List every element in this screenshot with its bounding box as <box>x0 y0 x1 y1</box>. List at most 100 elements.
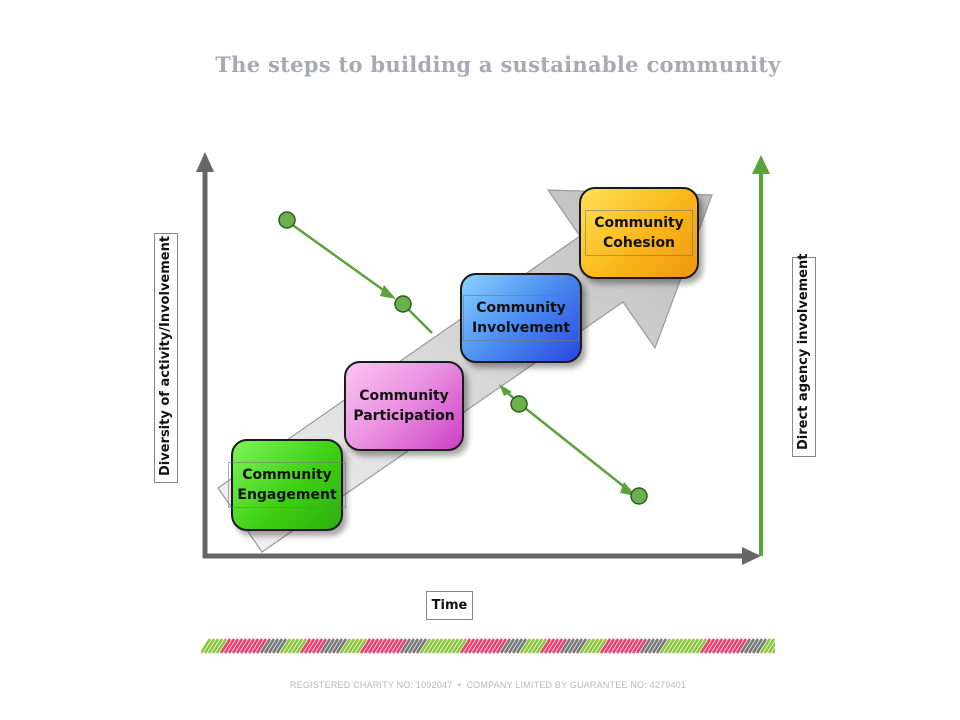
stripe-mark <box>463 638 476 654</box>
stripe-mark <box>459 638 472 654</box>
stripe-mark <box>623 638 636 654</box>
stage-label: Community Participation <box>353 388 455 424</box>
stripe-mark <box>655 638 668 654</box>
stripe-mark <box>471 638 484 654</box>
stripe-mark <box>731 638 744 654</box>
stripe-mark <box>763 638 775 654</box>
stripe-mark <box>287 638 300 654</box>
stripe-mark <box>703 638 716 654</box>
stripe-mark <box>643 638 656 654</box>
stripe-mark <box>383 638 396 654</box>
stripe-mark <box>435 638 448 654</box>
stripe-mark <box>395 638 408 654</box>
stripe-mark <box>227 638 240 654</box>
stripe-mark <box>467 638 480 654</box>
stripe-mark <box>695 638 708 654</box>
stripe-mark <box>567 638 580 654</box>
stripe-mark <box>323 638 336 654</box>
stripe-mark <box>635 638 648 654</box>
stripe-mark <box>407 638 420 654</box>
stripe-mark <box>495 638 508 654</box>
stripe-mark <box>723 638 736 654</box>
stripe-mark <box>279 638 292 654</box>
stripe-mark <box>255 638 268 654</box>
stripe-mark <box>575 638 588 654</box>
stripe-mark <box>331 638 344 654</box>
stripe-mark <box>443 638 456 654</box>
charity-number: REGISTERED CHARITY NO: 1092047 <box>289 680 453 690</box>
agency-axis-label: Direct agency involvement <box>792 254 816 457</box>
stripe-mark <box>671 638 684 654</box>
stripe-mark <box>591 638 604 654</box>
stripe-mark <box>587 638 600 654</box>
stripe-mark <box>515 638 528 654</box>
stripe-mark <box>203 638 216 654</box>
stripe-mark <box>691 638 704 654</box>
stripe-mark <box>387 638 400 654</box>
stage-label: Community Engagement <box>228 462 346 508</box>
stripe-mark <box>423 638 436 654</box>
agency-dot <box>278 211 296 229</box>
stripe-mark <box>431 638 444 654</box>
stage-community-participation: Community Participation <box>344 361 464 451</box>
footer-separator: • <box>457 680 462 690</box>
stripe-mark <box>719 638 732 654</box>
stripe-mark <box>239 638 252 654</box>
stripe-mark <box>639 638 652 654</box>
stripe-mark <box>391 638 404 654</box>
stripe-mark <box>571 638 584 654</box>
stripe-mark <box>595 638 608 654</box>
stripe-mark <box>311 638 324 654</box>
stripe-mark <box>475 638 488 654</box>
stripe-mark <box>247 638 260 654</box>
stripe-mark <box>759 638 772 654</box>
stripe-mark <box>727 638 740 654</box>
stripe-mark <box>319 638 332 654</box>
stripe-mark <box>767 641 775 654</box>
stripe-mark <box>667 638 680 654</box>
agency-dot <box>394 295 412 313</box>
stripe-mark <box>627 638 640 654</box>
stripe-mark <box>399 638 412 654</box>
stripe-mark <box>511 638 524 654</box>
stripe-mark <box>771 647 775 654</box>
stripe-mark <box>611 638 624 654</box>
stripe-mark <box>647 638 660 654</box>
stripe-mark <box>607 638 620 654</box>
page-title: The steps to building a sustainable comm… <box>215 52 781 77</box>
stripe-mark <box>299 638 312 654</box>
stripe-mark <box>699 638 712 654</box>
stripe-mark <box>603 638 616 654</box>
stripe-mark <box>583 638 596 654</box>
stripe-mark <box>231 638 244 654</box>
stripe-mark <box>555 638 568 654</box>
stripe-mark <box>215 638 228 654</box>
x-axis-label: Time <box>426 591 473 620</box>
stripe-mark <box>315 638 328 654</box>
stripe-mark <box>339 638 352 654</box>
stripe-mark <box>599 638 612 654</box>
stripe-mark <box>295 638 308 654</box>
stripe-mark <box>455 638 468 654</box>
agency-dot <box>510 395 528 413</box>
left-axis <box>196 152 214 558</box>
stripe-mark <box>707 638 720 654</box>
stripe-mark <box>379 638 392 654</box>
stripe-mark <box>491 638 504 654</box>
stripe-mark <box>519 638 532 654</box>
stripe-mark <box>419 638 432 654</box>
stripe-mark <box>307 638 320 654</box>
stripe-mark <box>211 638 224 654</box>
stripe-mark <box>479 638 492 654</box>
stripe-mark <box>271 638 284 654</box>
agency-axis <box>752 155 770 556</box>
stripe-mark <box>539 638 552 654</box>
stage-label: Community Involvement <box>462 295 580 341</box>
stripe-mark <box>219 638 232 654</box>
stripe-mark <box>743 638 756 654</box>
stripe-mark <box>355 638 368 654</box>
stage-community-engagement: Community Engagement <box>228 439 346 531</box>
stripe-mark <box>371 638 384 654</box>
agency-dot <box>630 487 648 505</box>
stage-community-cohesion: Community Cohesion <box>579 187 699 279</box>
